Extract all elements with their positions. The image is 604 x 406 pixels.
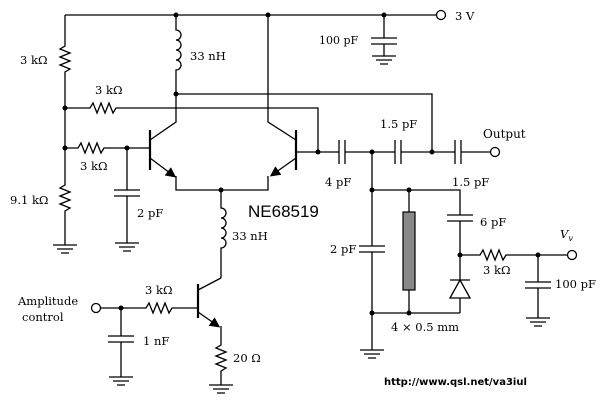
label-l-collector: 33 nH: [190, 49, 226, 63]
label-r-emitter: 20 Ω: [233, 351, 261, 365]
capacitor-output: [454, 140, 501, 164]
amplitude-terminal: [90, 302, 102, 314]
label-r-base: 3 kΩ: [80, 159, 107, 173]
label-r-current-base: 3 kΩ: [145, 283, 172, 297]
supply-terminal: [435, 9, 447, 21]
label-c-coupling-top: 1.5 pF: [380, 117, 417, 131]
label-r-feedback: 3 kΩ: [95, 83, 122, 97]
resistor-feedback: [65, 101, 319, 152]
label-c-output: 1.5 pF: [452, 175, 489, 189]
label-c-vv: 100 pF: [555, 277, 596, 291]
resistor-varactor: [460, 248, 578, 327]
label-r-bias-top: 3 kΩ: [20, 53, 47, 67]
feedback-wire: [176, 93, 433, 152]
transistor-current-source: [196, 277, 233, 394]
supply-label: 3 V: [455, 9, 475, 23]
capacitor-base: [114, 148, 140, 252]
supply-rail: [65, 9, 447, 21]
transistor-left: [140, 120, 177, 178]
label-c-shunt: 2 pF: [330, 242, 356, 256]
label-c-base: 2 pF: [137, 206, 163, 220]
resistor-bias-bottom: [53, 148, 77, 254]
footer-url: http://www.qsl.net/va3iul: [384, 377, 527, 388]
capacitor-coupling-mid: [318, 140, 395, 164]
label-resonator: 4 × 0.5 mm: [391, 320, 459, 334]
output-terminal: [489, 146, 501, 158]
label-c-varactor: 6 pF: [480, 215, 506, 229]
tank-network: [359, 152, 461, 359]
capacitor-coupling-top: [394, 140, 455, 164]
amplitude-network: [90, 301, 198, 386]
inductor-collector: [173, 15, 182, 120]
transistor-right: [267, 15, 321, 177]
amplitude-label-line2: control: [22, 310, 64, 324]
base-network: [62, 108, 140, 155]
resonator: [402, 190, 416, 313]
label-c-supply: 100 pF: [319, 34, 359, 47]
ic-name: NE68519: [248, 202, 319, 221]
capacitor-varactor: [447, 214, 473, 258]
inductor-tail: [220, 190, 227, 278]
label-c-coupling-mid: 4 pF: [325, 175, 351, 189]
vv-terminal: [566, 249, 578, 261]
capacitor-supply: [371, 15, 397, 65]
label-c-amplitude: 1 nF: [143, 334, 169, 348]
label-r-varactor: 3 kΩ: [483, 263, 510, 277]
output-label: Output: [483, 127, 526, 141]
emitter-tail: [175, 176, 269, 193]
resistor-bias-top: [58, 15, 72, 111]
amplitude-label-line1: Amplitude: [17, 294, 78, 308]
label-r-bias-bottom: 9.1 kΩ: [10, 193, 48, 207]
vv-label: Vv: [560, 227, 573, 243]
label-l-tail: 33 nH: [232, 229, 268, 243]
varactor-diode: [448, 255, 472, 313]
